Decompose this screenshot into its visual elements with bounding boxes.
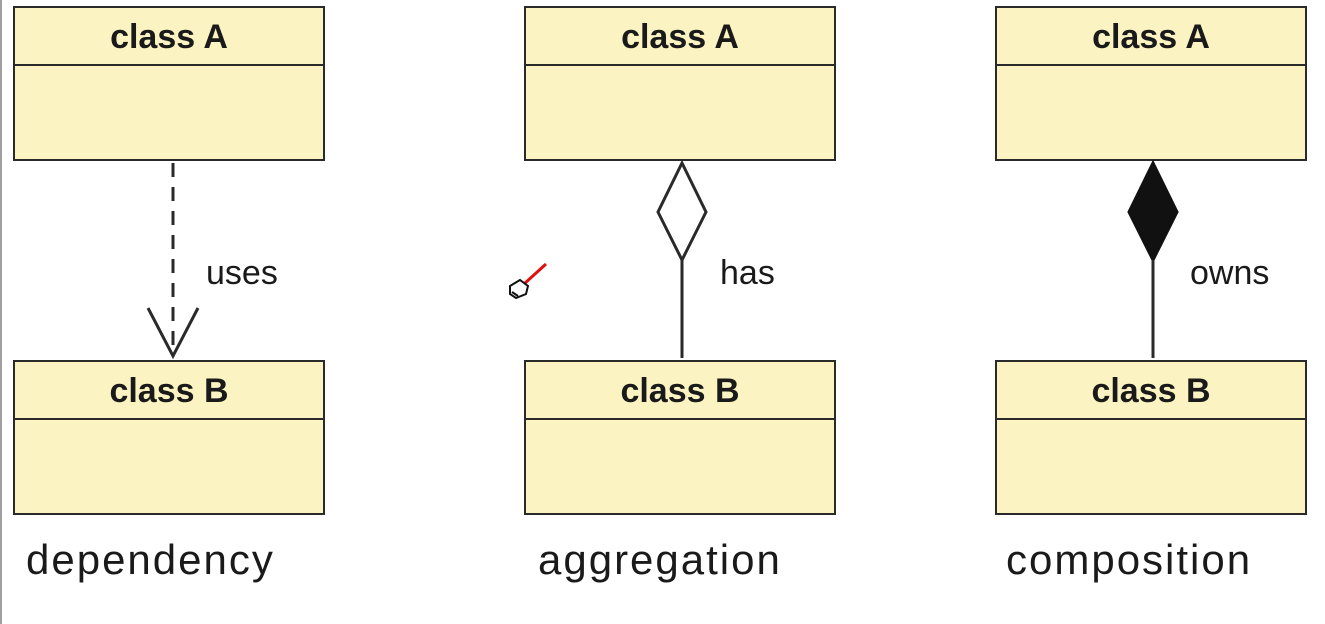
composition-filled-diamond: [1127, 159, 1179, 264]
class-name: class B: [997, 362, 1305, 420]
class-body: [997, 420, 1305, 513]
aggregation-caption: aggregation: [538, 536, 782, 583]
composition-class-a-box[interactable]: class A: [995, 6, 1307, 161]
composition-relation-label: owns: [1190, 254, 1270, 292]
class-name: class A: [526, 8, 834, 66]
class-body: [15, 66, 323, 159]
dependency-relation-label: uses: [206, 254, 278, 292]
laser-pointer-hand-icon: [509, 262, 548, 300]
class-name: class A: [15, 8, 323, 66]
class-name: class B: [526, 362, 834, 420]
dependency-class-b-box[interactable]: class B: [13, 360, 325, 515]
composition-class-b-box[interactable]: class B: [995, 360, 1307, 515]
class-body: [15, 420, 323, 513]
class-body: [997, 66, 1305, 159]
class-body: [526, 66, 834, 159]
dependency-class-a-box[interactable]: class A: [13, 6, 325, 161]
dependency-caption: dependency: [26, 536, 275, 583]
class-name: class B: [15, 362, 323, 420]
composition-caption: composition: [1006, 536, 1253, 583]
aggregation-class-a-box[interactable]: class A: [524, 6, 836, 161]
class-body: [526, 420, 834, 513]
class-name: class A: [997, 8, 1305, 66]
aggregation-hollow-diamond: [656, 159, 708, 264]
aggregation-relation-label: has: [720, 254, 775, 292]
aggregation-class-b-box[interactable]: class B: [524, 360, 836, 515]
left-frame-border: [0, 0, 2, 624]
dependency-open-arrowhead: [146, 307, 200, 360]
